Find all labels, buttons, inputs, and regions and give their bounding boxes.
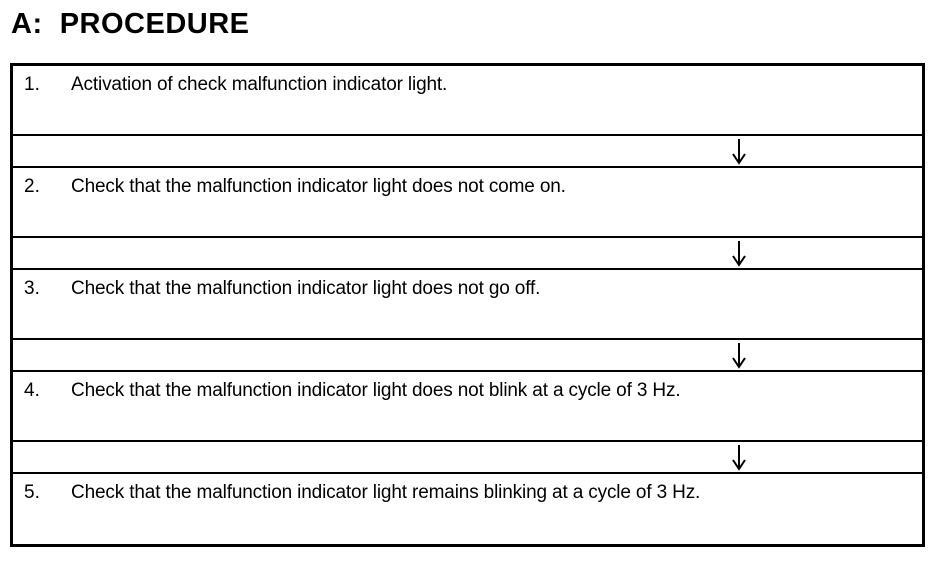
step-content: 2. Check that the malfunction indicator …: [13, 174, 922, 200]
connector-row: [13, 338, 922, 372]
table-row: 4. Check that the malfunction indicator …: [13, 372, 922, 440]
down-arrow-icon: [727, 340, 751, 370]
step-number: 3.: [24, 278, 40, 299]
procedure-flow-table: 1. Activation of check malfunction indic…: [10, 63, 925, 547]
connector-row: [13, 440, 922, 474]
step-number: 2.: [24, 176, 40, 197]
down-arrow-icon: [727, 442, 751, 472]
connector-row: [13, 236, 922, 270]
table-row: 1. Activation of check malfunction indic…: [13, 66, 922, 134]
step-number: 5.: [24, 482, 40, 503]
step-text: Activation of check malfunction indicato…: [71, 74, 448, 95]
step-content: 3. Check that the malfunction indicator …: [13, 276, 922, 302]
down-arrow-icon: [727, 238, 751, 268]
connector-row: [13, 134, 922, 168]
step-content: 4. Check that the malfunction indicator …: [13, 378, 922, 404]
step-content: 5. Check that the malfunction indicator …: [13, 480, 922, 506]
step-content: 1. Activation of check malfunction indic…: [13, 72, 922, 98]
table-row: 2. Check that the malfunction indicator …: [13, 168, 922, 236]
step-number: 4.: [24, 380, 40, 401]
step-text: Check that the malfunction indicator lig…: [71, 176, 566, 197]
step-number: 1.: [24, 74, 40, 95]
step-text: Check that the malfunction indicator lig…: [71, 482, 701, 503]
table-row: 5. Check that the malfunction indicator …: [13, 474, 922, 537]
table-row: 3. Check that the malfunction indicator …: [13, 270, 922, 338]
step-text: Check that the malfunction indicator lig…: [71, 278, 541, 299]
step-text: Check that the malfunction indicator lig…: [71, 380, 681, 401]
down-arrow-icon: [727, 136, 751, 166]
page-title: A: PROCEDURE: [11, 8, 250, 40]
